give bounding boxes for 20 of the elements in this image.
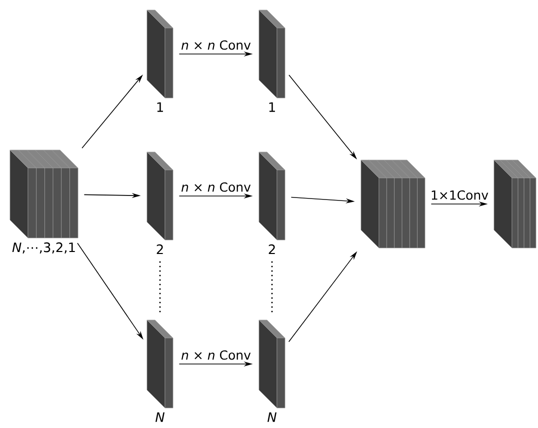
layer-block bbox=[10, 150, 78, 238]
layer-label: 2 bbox=[268, 244, 275, 254]
edge-label: 1×1Conv bbox=[432, 190, 488, 200]
layer-label: N,⋯,3,2,1 bbox=[12, 242, 75, 254]
layer-block bbox=[494, 160, 536, 248]
feature-map-slab bbox=[258, 10, 286, 98]
feature-map-slab bbox=[146, 320, 174, 408]
layer-label: N bbox=[267, 412, 277, 422]
edge-label: n × n Conv bbox=[181, 40, 251, 50]
layer-label: N bbox=[156, 412, 165, 422]
feature-map-slab bbox=[258, 320, 286, 408]
feature-map-slab bbox=[146, 10, 174, 98]
feature-map-slab bbox=[258, 152, 286, 240]
edge-label: n × n Conv bbox=[181, 350, 251, 360]
feature-map-slab bbox=[146, 152, 174, 240]
layer-label: 2 bbox=[156, 244, 163, 254]
layer-block bbox=[360, 160, 426, 248]
layer-label: 1 bbox=[269, 102, 275, 112]
layer-label: 1 bbox=[157, 102, 163, 112]
edge-label: n × n Conv bbox=[181, 182, 251, 192]
